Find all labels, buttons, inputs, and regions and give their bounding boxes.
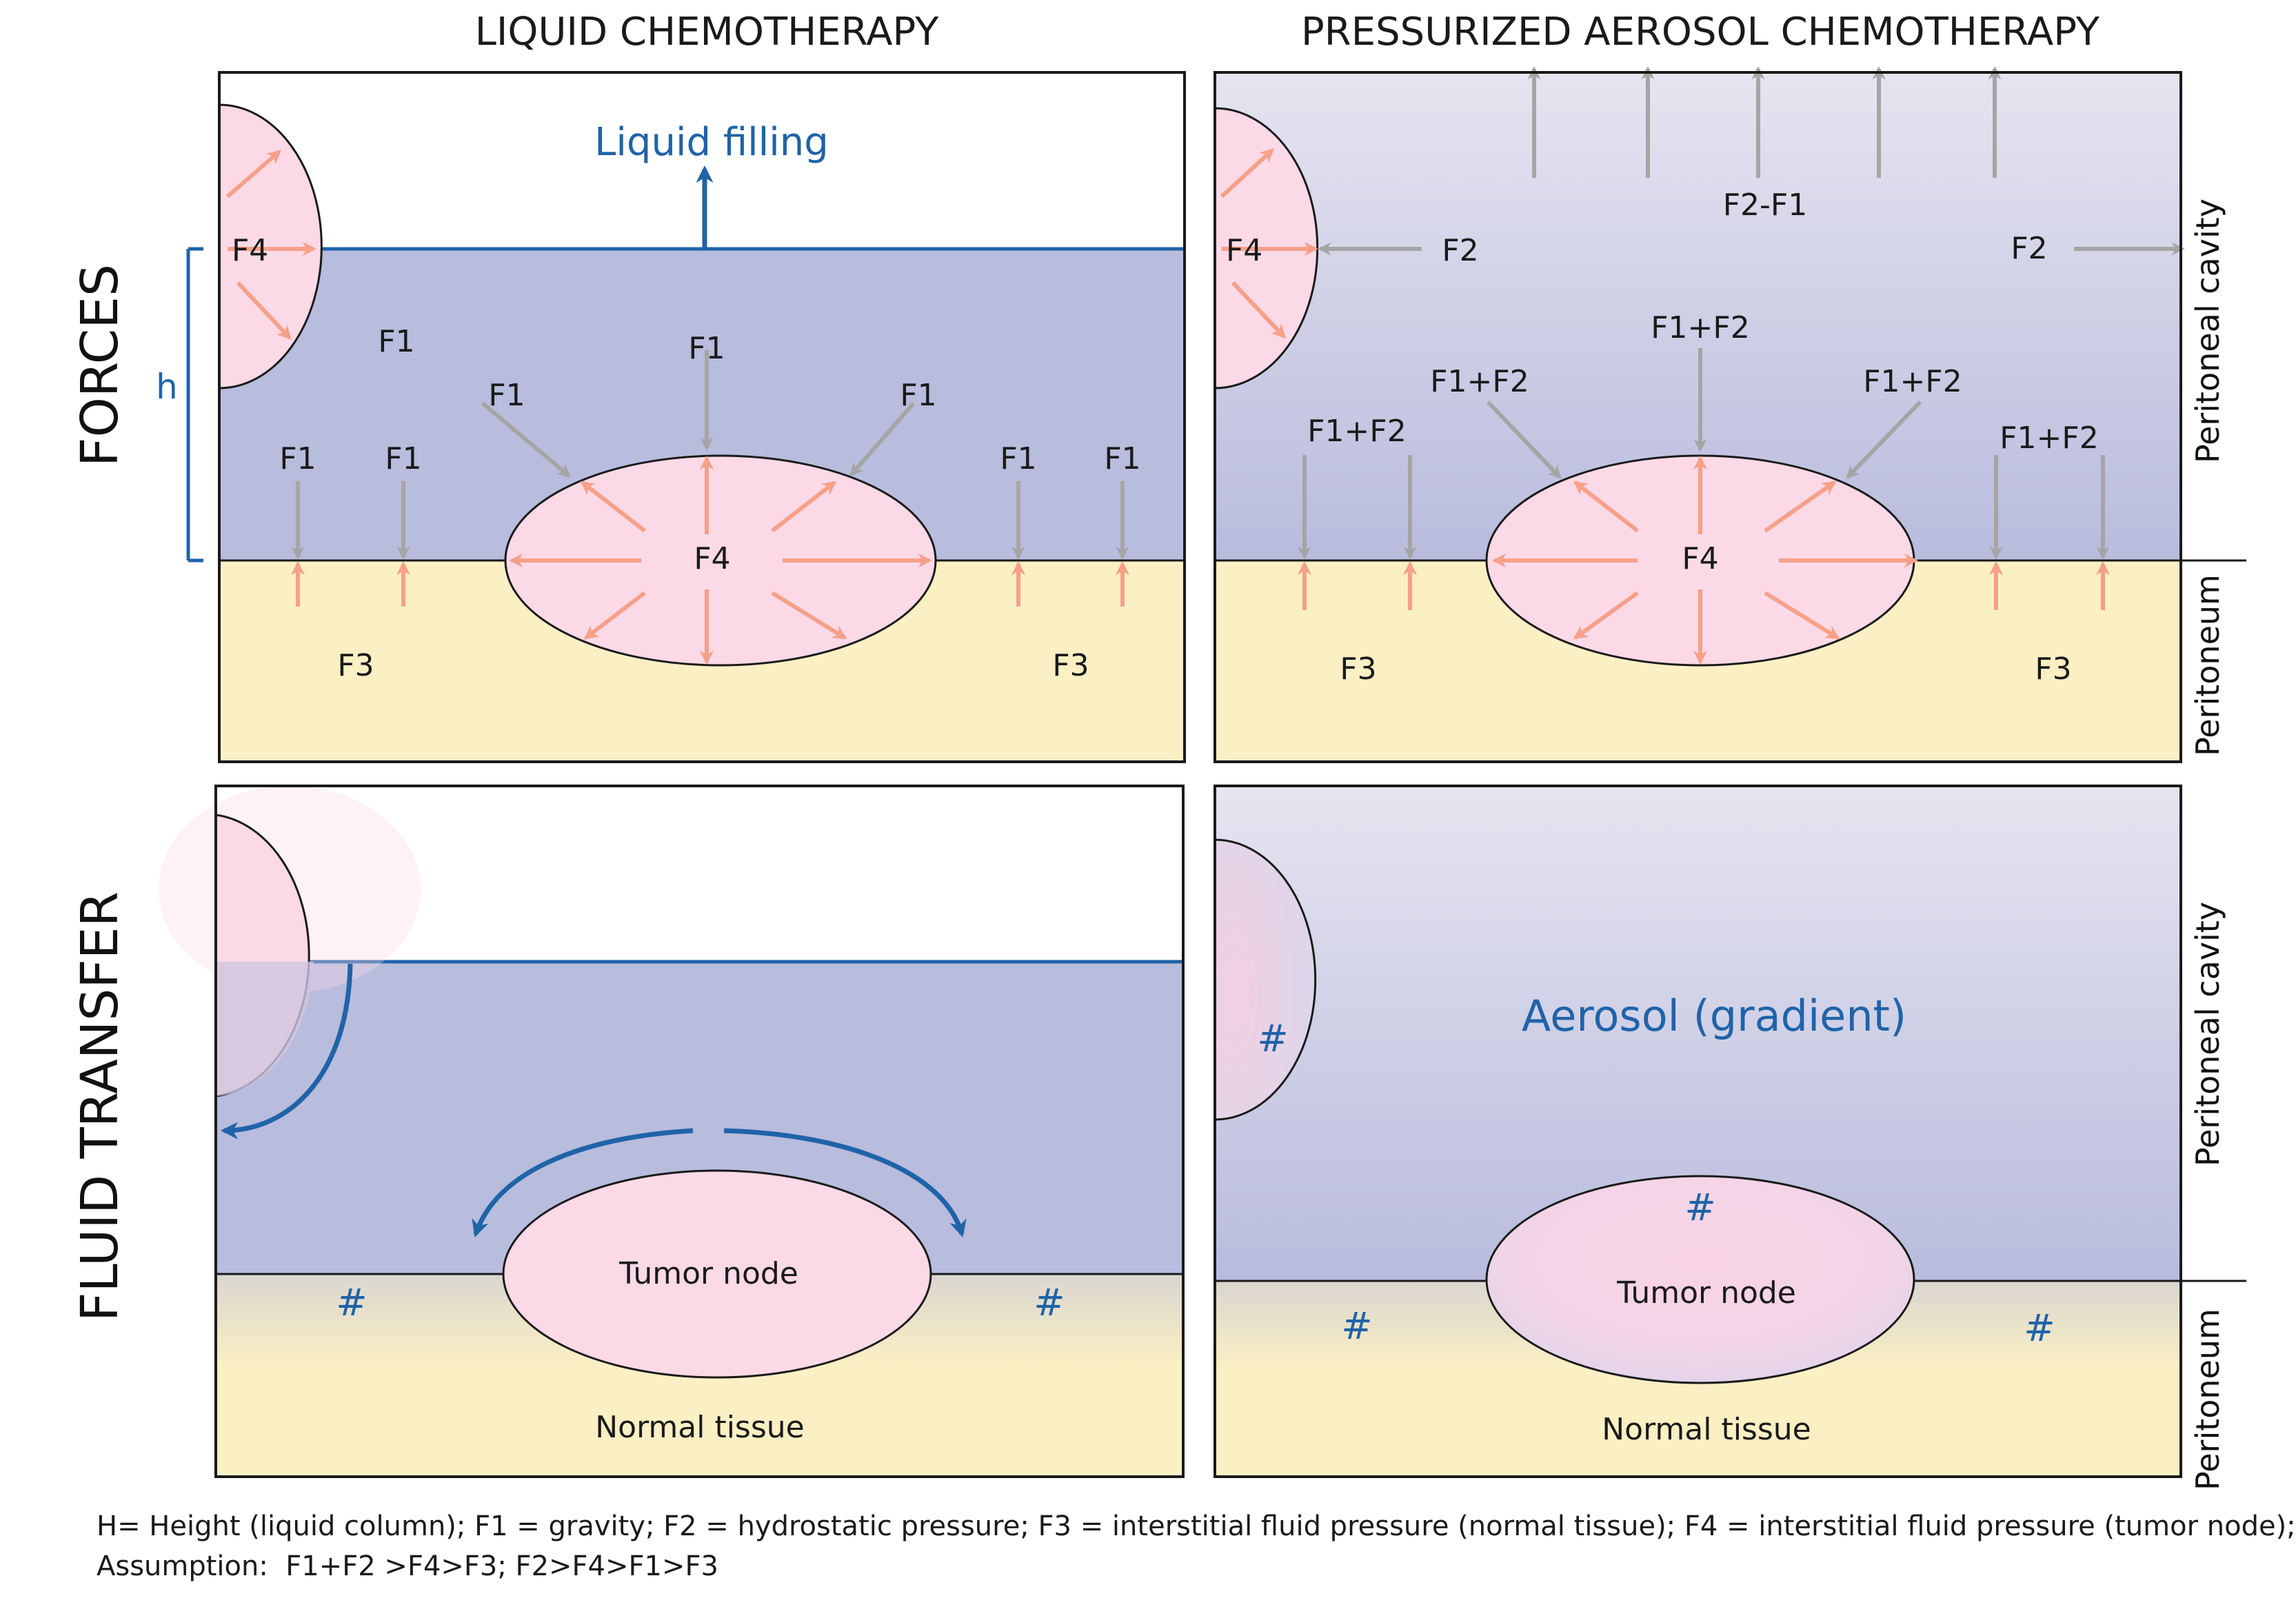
normal-tissue-label: Normal tissue [595, 1410, 804, 1445]
side-label-peritoneum: Peritoneum [2189, 1308, 2226, 1490]
footnote-line-2: Assumption: F1+F2 >F4>F3; F2>F4>F1>F3 [97, 1550, 718, 1582]
f2-minus-f1-arrows [1527, 66, 2002, 178]
label-f1: F1 [1104, 441, 1140, 476]
label-f1: F1 [488, 378, 525, 413]
side-tumor-node [1214, 838, 1317, 1121]
f1-plus-f2-arrows [1298, 348, 2110, 560]
row-label-forces: FORCES [70, 264, 130, 467]
label-f1-plus-f2: F1+F2 [2000, 421, 2098, 456]
label-f4-center: F4 [694, 541, 730, 576]
panel-transfer-liquid: Tumor node Normal tissue # # [159, 785, 1185, 1478]
label-f3: F3 [1340, 651, 1376, 687]
label-f1: F1 [279, 441, 316, 476]
f4-radial-arrows [1491, 455, 1919, 665]
f4-side-arrows [226, 150, 317, 340]
side-tumor-wet-zone [216, 962, 314, 1096]
f4-side-arrows [1220, 148, 1319, 338]
hash-marker: # [1684, 1186, 1715, 1229]
label-f4-side: F4 [1226, 233, 1262, 268]
hash-marker: # [1341, 1304, 1372, 1348]
label-f3: F3 [337, 648, 374, 683]
label-f1: F1 [385, 441, 421, 476]
height-bracket [186, 247, 203, 563]
f3-arrows [290, 560, 1130, 607]
label-f4-center: F4 [1682, 541, 1718, 576]
tumor-transfer-arrow-left [472, 1128, 694, 1237]
label-f3: F3 [2035, 651, 2071, 687]
hash-marker: # [2024, 1306, 2055, 1350]
label-f1-plus-f2: F1+F2 [1307, 414, 1406, 449]
label-f2-minus-f1: F2-F1 [1723, 188, 1807, 223]
side-label-cavity: Peritoneal cavity [2189, 199, 2226, 463]
label-f1-plus-f2: F1+F2 [1863, 364, 1962, 399]
tumor-transfer-arrow-right [723, 1128, 967, 1237]
footnote: H= Height (liquid column); F1 = gravity;… [97, 1506, 2296, 1586]
panel-forces-aerosol: F4 F2-F1 F2 F2 F4 [1214, 66, 2246, 763]
normal-tissue-label: Normal tissue [1602, 1412, 1811, 1447]
row-label-fluid-transfer: FLUID TRANSFER [70, 891, 130, 1322]
label-f2: F2 [2011, 231, 2047, 266]
hash-marker: # [336, 1281, 367, 1324]
label-liquid-filling: Liquid filling [594, 120, 829, 165]
hash-marker: # [1034, 1281, 1065, 1324]
tumor-node-label: Tumor node [1616, 1275, 1796, 1311]
footnote-line-1: H= Height (liquid column); F1 = gravity;… [97, 1510, 2296, 1542]
label-f1: F1 [900, 378, 936, 413]
f1-arrows [291, 350, 1129, 560]
label-f1: F1 [688, 331, 725, 366]
label-f1-plus-f2: F1+F2 [1430, 364, 1529, 399]
side-transfer-arrow [220, 963, 353, 1140]
panel-transfer-aerosol: # Aerosol (gradient) # Tumor node Normal… [1214, 785, 2246, 1478]
label-f4-side: F4 [232, 233, 268, 268]
tumor-node-label: Tumor node [618, 1256, 798, 1291]
label-height: h [156, 367, 178, 407]
tumor-node [1485, 1175, 1915, 1384]
label-f1-plus-f2: F1+F2 [1651, 310, 1749, 345]
label-f2: F2 [1442, 233, 1478, 268]
label-f3: F3 [1052, 648, 1089, 683]
f3-arrows [1297, 560, 2111, 610]
title-liquid: LIQUID CHEMOTHERAPY [475, 10, 939, 54]
label-f1: F1 [378, 324, 414, 359]
side-label-peritoneum: Peritoneum [2189, 574, 2226, 756]
title-aerosol: PRESSURIZED AEROSOL CHEMOTHERAPY [1301, 10, 2100, 54]
label-f1: F1 [1000, 441, 1036, 476]
hash-marker: # [1257, 1017, 1288, 1060]
f4-radial-arrows [508, 455, 933, 665]
side-label-cavity: Peritoneal cavity [2189, 902, 2226, 1166]
side-tumor-node [218, 103, 323, 390]
aerosol-gradient-label: Aerosol (gradient) [1522, 991, 1906, 1041]
panel-forces-liquid: F4 Liquid filling h F4 [156, 71, 1186, 763]
tumor-node [502, 1169, 932, 1379]
